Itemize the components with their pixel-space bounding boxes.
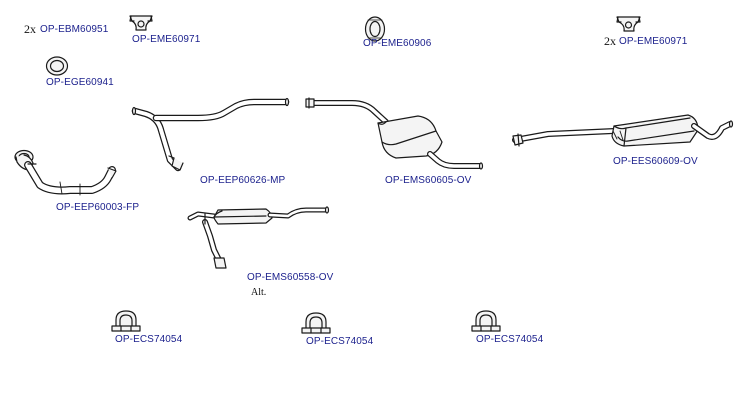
- label-ecs74054-1[interactable]: OP-ECS74054: [115, 334, 183, 345]
- label-eme60906[interactable]: OP-EME60906: [363, 38, 432, 49]
- rubber-mount-right-drawing: [616, 16, 641, 32]
- label-ems60605[interactable]: OP-EMS60605-OV: [385, 175, 472, 186]
- rubber-mount-left-drawing: [129, 15, 153, 31]
- gasket-drawing: [45, 56, 69, 76]
- label-ems60558[interactable]: OP-EMS60558-OV: [247, 272, 334, 283]
- qty-ebm: 2x: [24, 22, 36, 36]
- note-alt: Alt.: [251, 287, 267, 298]
- rubber-ring-mid-drawing: [364, 16, 386, 42]
- clamp-2-drawing: [301, 312, 331, 334]
- label-ecs74054-2[interactable]: OP-ECS74054: [306, 336, 374, 347]
- label-eep60626[interactable]: OP-EEP60626-MP: [200, 175, 286, 186]
- alt-centre-silencer-drawing: [187, 206, 330, 269]
- intermediate-pipe-drawing: [131, 97, 290, 172]
- qty-eme-right: 2x: [604, 34, 616, 48]
- label-eme60971-left[interactable]: OP-EME60971: [132, 34, 201, 45]
- centre-silencer-drawing: [305, 97, 484, 170]
- clamp-1-drawing: [111, 310, 141, 332]
- label-ees60609[interactable]: OP-EES60609-OV: [613, 156, 698, 167]
- label-ebm60951[interactable]: OP-EBM60951: [40, 24, 109, 35]
- label-ecs74054-3[interactable]: OP-ECS74054: [476, 334, 544, 345]
- label-eep60003[interactable]: OP-EEP60003-FP: [56, 202, 140, 213]
- clamp-3-drawing: [471, 310, 501, 332]
- label-ege60941[interactable]: OP-EGE60941: [46, 77, 114, 88]
- label-eme60971-right[interactable]: OP-EME60971: [619, 36, 688, 47]
- front-pipe-drawing: [14, 149, 117, 196]
- rear-silencer-drawing: [512, 114, 734, 147]
